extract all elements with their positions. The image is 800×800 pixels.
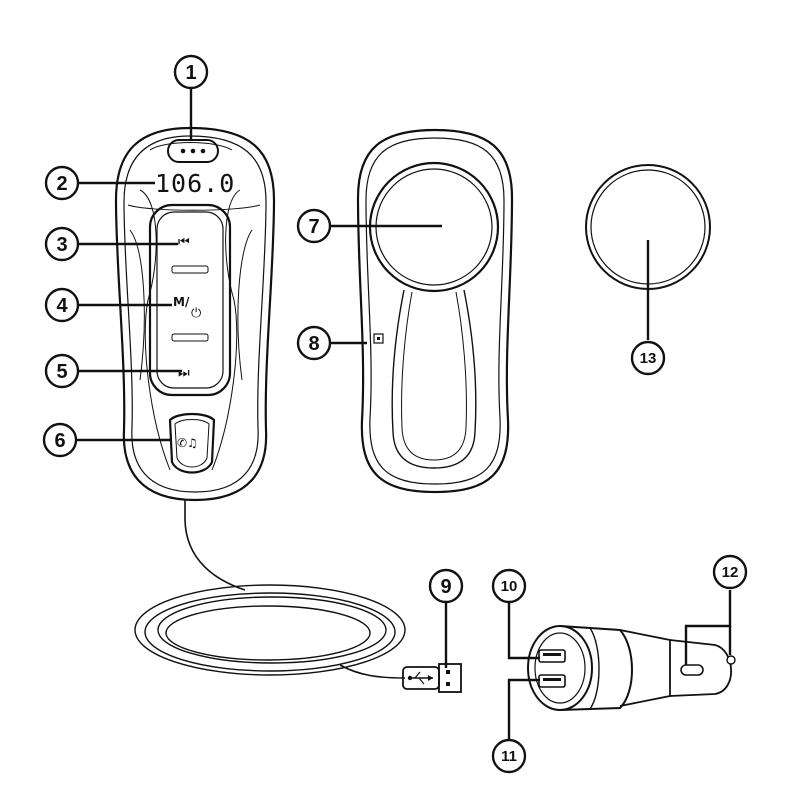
callout-5: 5 — [44, 353, 80, 389]
svg-text:2: 2 — [56, 173, 67, 195]
svg-text:7: 7 — [308, 216, 319, 238]
hands-free-button[interactable]: ✆♫ — [168, 412, 216, 474]
next-track-icon: ⏭ — [178, 366, 190, 381]
callout-6: 6 — [42, 422, 78, 458]
leader-lines — [76, 88, 732, 740]
microphone — [167, 139, 219, 163]
svg-text:10: 10 — [501, 578, 518, 595]
usb-c-port — [680, 664, 704, 676]
svg-text:6: 6 — [54, 430, 65, 452]
lcd-display: 106.0 — [155, 169, 235, 198]
callout-7: 7 — [296, 208, 332, 244]
usb-cable — [184, 500, 246, 591]
usb-plug — [402, 663, 462, 693]
callout-13: 13 — [630, 340, 666, 376]
usb-port-10 — [538, 649, 566, 663]
svg-text:13: 13 — [640, 350, 657, 367]
callout-3: 3 — [44, 226, 80, 262]
callout-9: 9 — [428, 568, 464, 604]
svg-text:4: 4 — [56, 295, 68, 317]
transmitter-back — [356, 128, 514, 494]
svg-text:8: 8 — [308, 333, 319, 355]
callout-1: 1 — [173, 54, 209, 90]
next-button[interactable]: ⏭ — [178, 366, 190, 381]
phone-music-icon: ✆♫ — [177, 436, 198, 450]
previous-button[interactable]: ⏮ — [178, 235, 190, 250]
callout-11: 11 — [491, 738, 527, 774]
svg-text:12: 12 — [722, 564, 739, 581]
mode-power-button[interactable]: M/ ⏻ — [173, 295, 201, 321]
power-icon: ⏻ — [191, 306, 201, 321]
callout-8: 8 — [296, 325, 332, 361]
callout-2: 2 — [44, 165, 80, 201]
control-button-panel — [148, 203, 232, 397]
svg-text:5: 5 — [56, 361, 67, 383]
usb-icon — [407, 671, 433, 685]
car-charger — [527, 625, 736, 711]
mode-label: M/ — [173, 295, 190, 309]
fm-transmitter-front: 106.0 ⏮ M/ ⏻ ⏭ ✆♫ — [114, 126, 276, 591]
svg-text:11: 11 — [501, 748, 517, 765]
coiled-cable — [134, 584, 406, 679]
previous-track-icon: ⏮ — [178, 235, 190, 250]
svg-text:3: 3 — [56, 234, 67, 256]
frequency-readout: 106.0 — [155, 169, 235, 198]
svg-text:1: 1 — [185, 62, 196, 84]
aux-port — [373, 333, 384, 344]
callout-10: 10 — [491, 568, 527, 604]
callout-12: 12 — [712, 554, 748, 590]
callout-4: 4 — [44, 287, 80, 323]
svg-text:9: 9 — [440, 576, 451, 598]
